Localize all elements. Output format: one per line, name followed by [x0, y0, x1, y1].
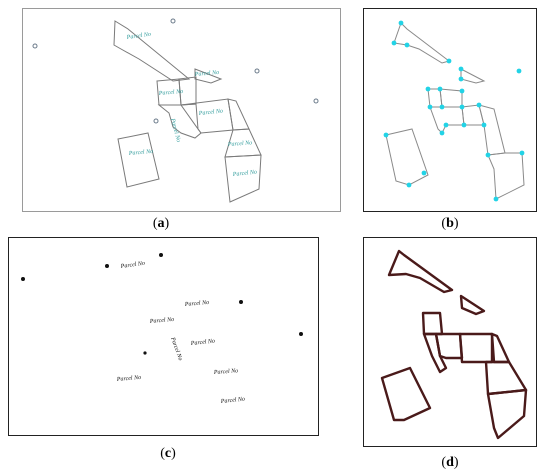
parcel-outline: [180, 98, 234, 134]
parcel-outline: [224, 154, 262, 203]
parcel-label: Parcel No: [198, 108, 224, 117]
parcel-label: Parcel No: [158, 89, 184, 97]
vertex-point-icon: [443, 122, 449, 128]
parcel-boundary: [380, 366, 432, 422]
vertex-point-icon: [404, 42, 410, 48]
vertex-point-icon: [458, 76, 464, 82]
panel-c-text-layer: Parcel No Parcel No Parcel No Parcel No …: [8, 237, 319, 436]
vertex-point-icon: [481, 122, 487, 128]
survey-marker-icon: [239, 300, 243, 304]
vertex-point-icon: [446, 58, 452, 64]
parcel-label: Parcel No: [213, 368, 239, 376]
parcel-outline: [478, 104, 506, 156]
parcel-outline: [487, 152, 525, 200]
parcel-label: Parcel No: [125, 32, 151, 41]
panel-a-original-map: Parcel No Parcel No Parcel No Parcel No …: [22, 8, 341, 212]
vertex-point-icon: [437, 86, 443, 92]
survey-marker-icon: [170, 18, 176, 24]
parcel-label: Parcel No: [169, 117, 181, 143]
panel-b-outlines: [385, 22, 525, 200]
parcel-boundary: [459, 294, 486, 316]
vertex-point-icon: [427, 104, 433, 110]
vertex-point-icon: [439, 104, 445, 110]
parcel-outline: [117, 132, 160, 188]
panel-c-point-marks: [21, 253, 303, 355]
parcel-boundary: [486, 388, 528, 440]
panel-a-drawing: Parcel No Parcel No Parcel No Parcel No …: [32, 18, 319, 203]
survey-marker-icon: [153, 118, 159, 124]
parcel-label: Parcel No: [184, 300, 210, 308]
vertex-point-icon: [398, 20, 404, 26]
parcel-label: Parcel No: [116, 375, 142, 383]
vertex-point-icon: [516, 68, 522, 74]
parcel-boundary: [458, 332, 494, 364]
vertex-point-icon: [383, 132, 389, 138]
parcel-label: Parcel No: [232, 169, 258, 178]
survey-marker-icon: [254, 68, 260, 74]
panel-c-drawing: Parcel No Parcel No Parcel No Parcel No …: [21, 253, 303, 405]
survey-marker-icon: [32, 43, 38, 49]
panel-b-vertex-detection: [363, 8, 537, 212]
panel-d-outlines: [380, 249, 528, 440]
survey-marker-icon: [313, 98, 319, 104]
panel-c-caption: (c): [160, 446, 176, 461]
vertex-point-icon: [391, 40, 397, 46]
vertex-point-icon: [493, 196, 499, 202]
vertex-point-icon: [406, 182, 412, 188]
panel-d-drawing: [380, 249, 528, 440]
panel-b-drawing: [383, 20, 525, 202]
parcel-label: Parcel No: [149, 317, 175, 325]
vertex-point-icon: [519, 150, 525, 156]
parcel-outline: [157, 103, 202, 139]
parcel-boundary: [484, 360, 528, 396]
parcel-boundary: [434, 332, 464, 360]
parcel-outline: [429, 106, 465, 134]
parcel-boundary: [422, 332, 448, 374]
parcel-boundary: [421, 311, 444, 336]
survey-marker-icon: [143, 351, 147, 355]
panel-b-vertices: [383, 20, 525, 202]
panel-b-caption: (b): [441, 216, 459, 231]
parcel-label: Parcel No: [128, 149, 154, 157]
panel-d-vectorized-boundaries: [363, 237, 537, 447]
vertex-point-icon: [421, 170, 427, 176]
parcel-outline: [178, 76, 197, 106]
vertex-point-icon: [485, 152, 491, 158]
panel-a-outlines: [113, 20, 262, 203]
parcel-label: Parcel No: [190, 338, 216, 347]
vertex-point-icon: [439, 130, 445, 136]
vertex-point-icon: [476, 102, 482, 108]
parcel-label: Parcel No: [227, 140, 253, 148]
parcel-outline: [460, 68, 486, 84]
vertex-point-icon: [458, 66, 464, 72]
vertex-point-icon: [461, 122, 467, 128]
vertex-point-icon: [459, 104, 465, 110]
parcel-boundary: [490, 332, 511, 364]
panel-d-caption: (d): [441, 455, 459, 470]
panel-c-labels: Parcel No Parcel No Parcel No Parcel No …: [116, 261, 246, 405]
parcel-label: Parcel No: [220, 396, 246, 405]
parcel-label: Parcel No: [169, 336, 183, 362]
parcel-outline: [439, 88, 463, 108]
survey-marker-icon: [299, 332, 303, 336]
parcel-outline: [393, 22, 451, 64]
parcel-boundary: [387, 249, 454, 294]
parcel-outline: [385, 128, 429, 186]
parcel-outline: [461, 104, 485, 126]
parcel-label: Parcel No: [119, 261, 145, 270]
parcel-label: Parcel No: [194, 70, 220, 78]
panel-a-labels: Parcel No Parcel No Parcel No Parcel No …: [125, 32, 257, 178]
parcel-outline: [113, 20, 191, 82]
panel-a-caption: (a): [152, 216, 170, 231]
parcel-outline: [227, 98, 250, 131]
survey-marker-icon: [159, 253, 163, 257]
survey-marker-icon: [105, 264, 109, 268]
panel-a-survey-markers: [32, 18, 319, 124]
parcel-outline: [194, 68, 223, 84]
vertex-point-icon: [425, 86, 431, 92]
survey-marker-icon: [21, 277, 25, 281]
vertex-point-icon: [459, 88, 465, 94]
